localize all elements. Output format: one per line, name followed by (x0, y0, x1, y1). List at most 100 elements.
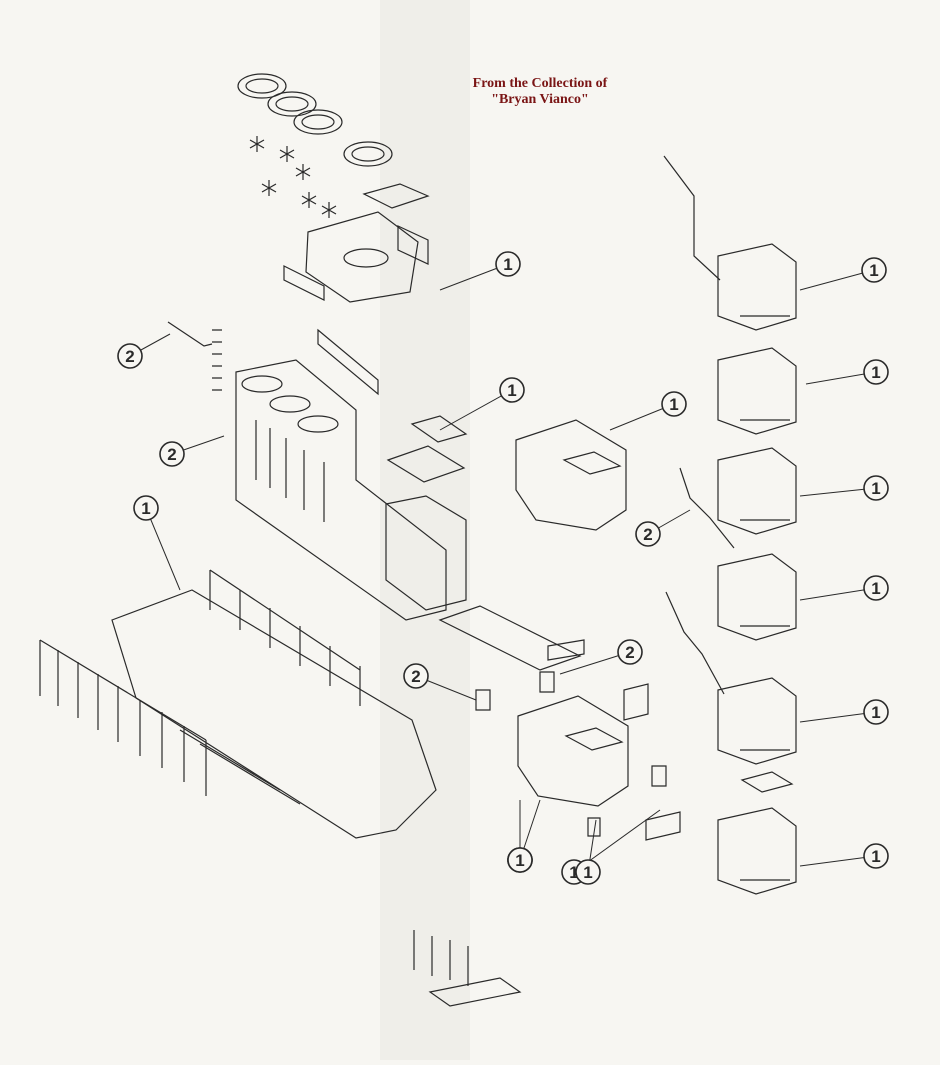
fuel-tank-platform (438, 605, 582, 671)
hood-stack-2 (269, 395, 311, 413)
callout-circle (863, 359, 889, 385)
callout-bubble: 2 (403, 663, 429, 689)
callout-bubbles: 12121111112112211211 (117, 251, 889, 885)
glazing-piece-c (651, 765, 667, 787)
callout-number: 1 (871, 703, 880, 722)
truck-sideframe-middle (679, 467, 735, 549)
hood-side-louver (397, 225, 429, 265)
cab-window-lower (564, 727, 624, 751)
battery-box (547, 639, 585, 661)
motor-truck-assembly-3 (717, 447, 797, 535)
callout-bubble: 1 (661, 391, 687, 417)
hood-stack-1 (241, 375, 283, 393)
callout-circle (635, 521, 661, 547)
frame-deck (111, 589, 437, 839)
hood-stack-3 (297, 415, 339, 433)
callout-bubble: 2 (635, 521, 661, 547)
motor-truck-assembly-5 (717, 677, 797, 765)
callout-bubble: 2 (617, 639, 643, 665)
credit-line-1: From the Collection of (472, 76, 608, 91)
side-railing-stanchions (39, 640, 207, 796)
callout-bubble: 1 (133, 495, 159, 521)
parts-group (39, 73, 797, 1007)
callout-number: 1 (869, 261, 878, 280)
callout-circle (661, 391, 687, 417)
motor-truck-assembly-1 (717, 243, 797, 331)
callout-number: 1 (141, 499, 150, 518)
callout-bubble: 1 (863, 475, 889, 501)
motor-truck-assembly-2 (717, 347, 797, 435)
callout-leader (439, 389, 513, 431)
callout-circle (863, 843, 889, 869)
glazing-frame (623, 683, 649, 721)
fuel-tank-cylinders (179, 729, 301, 805)
side-railing-top (39, 639, 207, 741)
callout-number: 1 (871, 479, 880, 498)
callout-circle (403, 663, 429, 689)
callout-number: 1 (503, 255, 512, 274)
callout-number: 1 (871, 579, 880, 598)
callout-circle (507, 847, 533, 873)
cab-shell-lower (517, 695, 629, 807)
hood-fan-opening (343, 248, 389, 268)
callout-circle (863, 575, 889, 601)
headlight-lens (645, 811, 681, 841)
fan-grille-4 (343, 141, 393, 167)
callout-circle (863, 475, 889, 501)
callout-leader (799, 587, 877, 601)
callout-circle (861, 257, 887, 283)
collection-credit: From the Collection of "Bryan Vianco" (430, 76, 650, 108)
callout-bubble: 2 (117, 343, 143, 369)
callout-number: 2 (411, 667, 420, 686)
callout-number: 1 (871, 363, 880, 382)
callout-bubble: 1 (495, 251, 521, 277)
glazing-piece-d (587, 817, 601, 837)
roof-hatch (362, 183, 430, 209)
credit-line-2: "Bryan Vianco" (491, 92, 589, 107)
callout-bubble: 1 (861, 257, 887, 283)
callout-number: 1 (669, 395, 678, 414)
callout-bubble: 1 (863, 843, 889, 869)
ladder-rungs (212, 329, 222, 391)
callout-number: 2 (625, 643, 634, 662)
callout-number: 2 (167, 445, 176, 464)
glazing-piece-a (475, 689, 491, 711)
truck-sideframe-lower (665, 591, 725, 695)
callout-bubble: 1 (499, 377, 525, 403)
callout-leader (145, 507, 181, 591)
callout-circle (617, 639, 643, 665)
callout-number: 1 (569, 863, 578, 882)
callout-circle (495, 251, 521, 277)
callout-circle (133, 495, 159, 521)
truck-sideframe-upper (663, 155, 721, 281)
pilot-end-piece (428, 977, 522, 1007)
callout-number: 1 (507, 381, 516, 400)
callout-bubble: 1 (863, 359, 889, 385)
callout-number: 1 (583, 863, 592, 882)
hood-top-section (305, 211, 419, 303)
fan-grille-1 (237, 73, 287, 99)
motor-truck-assembly-4 (717, 553, 797, 641)
cab-shell-upper (515, 419, 627, 531)
motor-truck-assembly-6 (717, 807, 797, 895)
callout-number: 1 (515, 851, 524, 870)
rear-railing (209, 569, 361, 706)
cab-plate-a (410, 415, 468, 443)
long-hood-body (235, 359, 447, 621)
front-railing (413, 930, 469, 986)
fold-shade (380, 0, 470, 1060)
callout-number: 1 (871, 847, 880, 866)
handrail-stanchion-left (167, 321, 213, 347)
dynamic-brake-blister (317, 328, 379, 396)
cab-plate-b (386, 445, 466, 483)
hood-louver-panel (283, 265, 325, 301)
callout-bubble: 1 (863, 699, 889, 725)
cab-window-upper (562, 451, 622, 475)
callout-bubble: 1 (575, 859, 601, 885)
short-hood-section (385, 495, 467, 611)
callout-circle (863, 699, 889, 725)
callout-circle (159, 441, 185, 467)
hood-door-lines (255, 420, 325, 522)
